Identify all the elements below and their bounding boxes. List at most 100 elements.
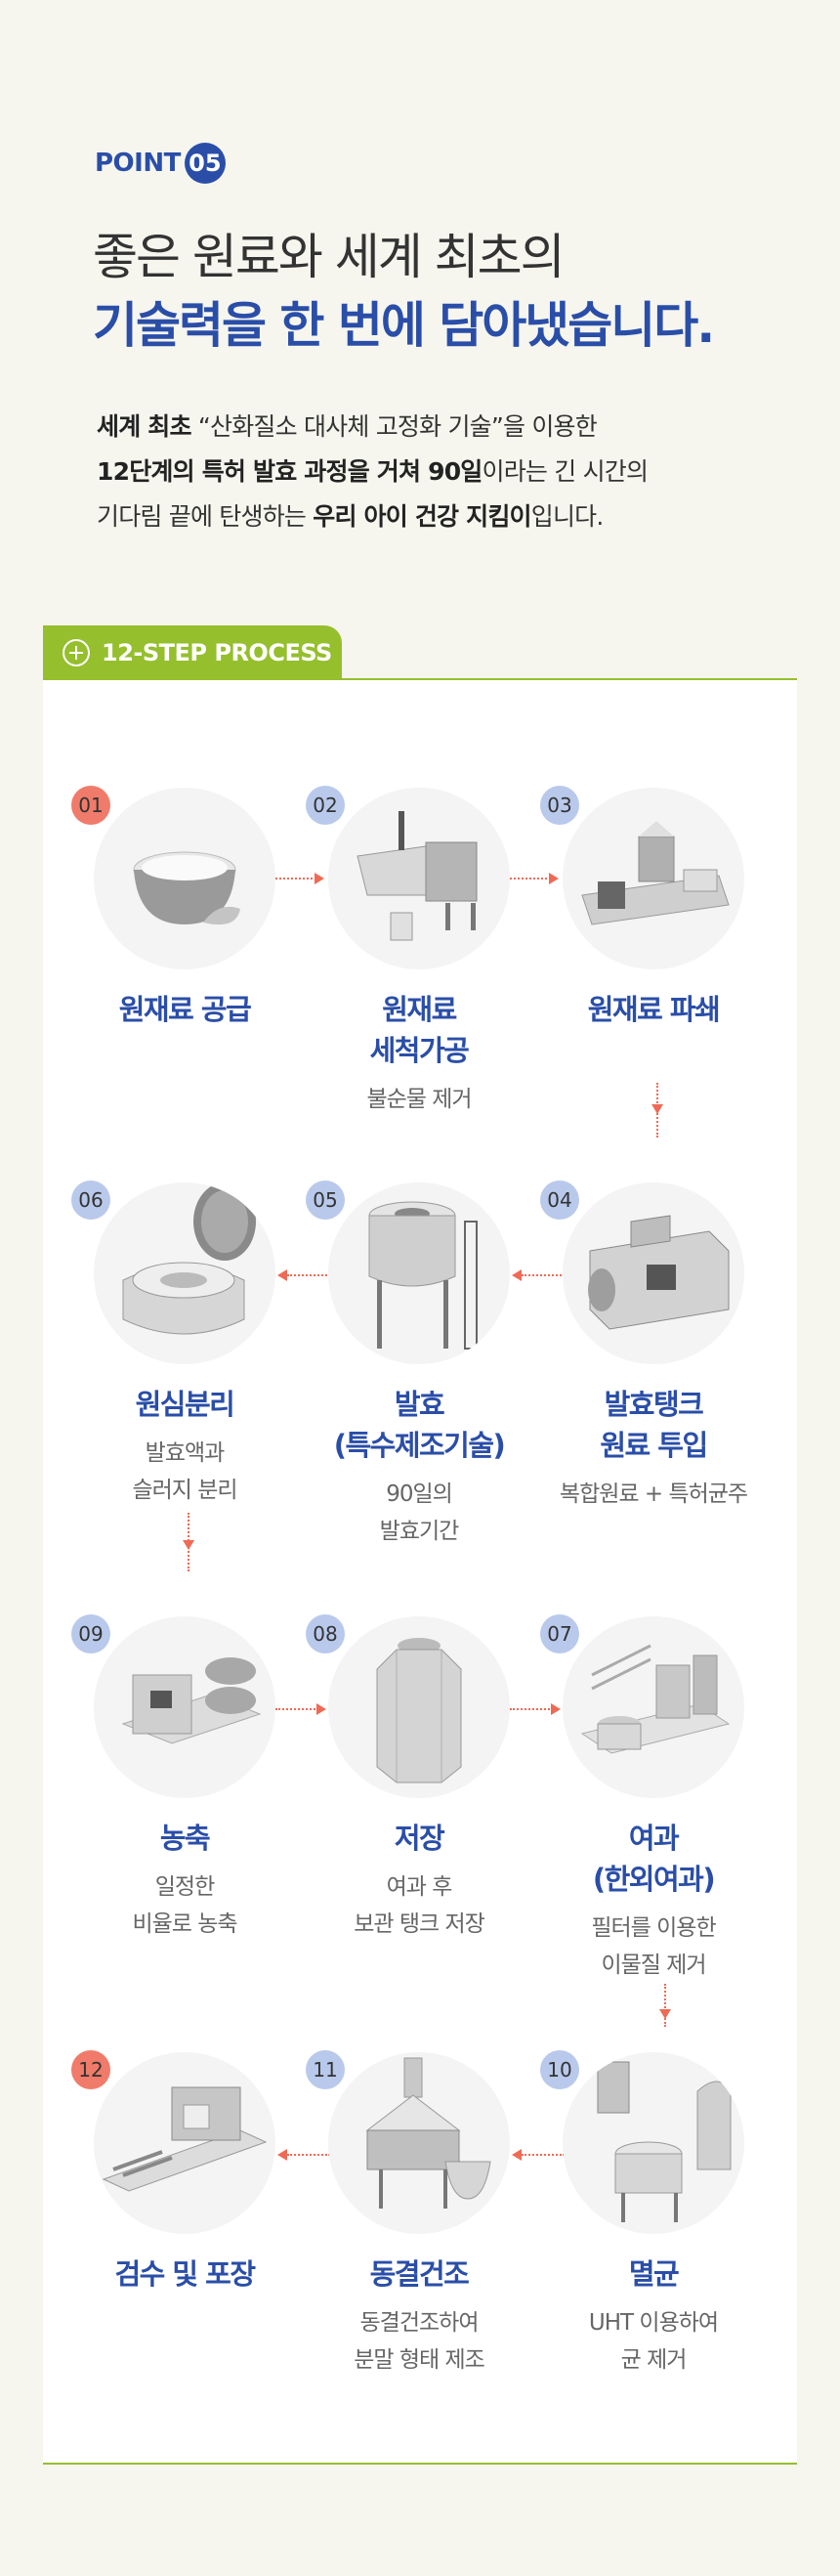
step-number-badge: 09 [71, 1614, 110, 1653]
step-description: 복합원료 + 특허균주 [536, 1476, 771, 1513]
step-title-line1: 원재료 파쇄 [587, 993, 721, 1026]
step-number-badge: 05 [306, 1181, 345, 1220]
step-title-line2: 세척가공 [369, 1034, 470, 1067]
process-tab-label: 12-STEP PROCESS [102, 639, 332, 666]
arrow-down-icon [183, 1540, 194, 1550]
step-title-line2: 원료 투입 [600, 1429, 708, 1462]
step-number-badge: 06 [71, 1181, 110, 1220]
freeze-dryer-icon [328, 2052, 510, 2234]
step-description-line1: 여과 후 [386, 1874, 453, 1900]
step-number-badge: 03 [540, 786, 579, 825]
step-title-line1: 저장 [394, 1822, 445, 1855]
step-title-line1: 검수 및 포장 [114, 2257, 256, 2291]
step-description-line2: 분말 형태 제조 [354, 2347, 485, 2373]
step-title-line1: 여과 [628, 1822, 680, 1855]
step-title-line1: 원재료 [382, 993, 457, 1026]
headline-line1: 좋은 원료와 세계 최초의 [93, 229, 566, 285]
arrow-left-icon [277, 2149, 287, 2161]
washing-machine-icon [328, 788, 510, 969]
step-title: 농축 [67, 1818, 302, 1859]
point-label: POINT 05 [95, 143, 226, 184]
concentrator-icon [94, 1616, 275, 1798]
description-line3: 기다림 끝에 탄생하는 우리 아이 건강 지킴이입니다. [97, 494, 648, 539]
step-title-line1: 발효탱크 [604, 1388, 704, 1421]
arrow-right-icon [315, 873, 324, 884]
description-line1: 세계 최초 “산화질소 대사체 고정화 기술”을 이용한 [97, 405, 648, 450]
arrow-right-icon [551, 1703, 561, 1715]
step-number-badge: 10 [540, 2050, 579, 2089]
arrow-right-icon [549, 873, 559, 884]
step-title: 저장 [302, 1818, 536, 1859]
silo-icon [328, 1182, 510, 1364]
step-number-badge: 04 [540, 1181, 579, 1220]
step-description-line2: 발효기간 [379, 1519, 460, 1544]
step-description-line2: 비율로 농축 [132, 1911, 237, 1937]
step-description-line1: 발효액과 [145, 1440, 226, 1466]
step-title-line1: 농축 [159, 1822, 211, 1855]
packaging-line-icon [94, 2052, 275, 2234]
step-description-line2: 균 제거 [620, 2347, 688, 2373]
step-description-line2: 보관 탱크 저장 [354, 1911, 485, 1937]
description-bold: 12단계의 특허 발효 과정을 거쳐 90일 [97, 457, 483, 486]
arrow-left-icon [512, 1269, 522, 1281]
step-title: 여과 (한외여과) [536, 1818, 771, 1900]
step-description-line2: 이물질 제거 [601, 1953, 706, 1978]
step-number-badge: 08 [306, 1614, 345, 1653]
arrow-left-icon [277, 1269, 287, 1281]
step-description-line1: 필터를 이용한 [591, 1915, 716, 1941]
step-description-line1: 복합원료 + 특허균주 [559, 1481, 748, 1507]
step-title-line1: 원심분리 [135, 1388, 235, 1421]
fermentation-tank-icon [563, 1182, 744, 1364]
storage-tank-icon [328, 1616, 510, 1798]
step-title: 검수 및 포장 [67, 2254, 302, 2295]
description-text: “산화질소 대사체 고정화 기술”을 이용한 [190, 412, 598, 441]
step-title: 발효 (특수제조기술) [302, 1384, 536, 1466]
description-text: 기다림 끝에 탄생하는 [97, 502, 314, 531]
sterilizer-icon [563, 2052, 744, 2234]
connector-line [287, 2154, 330, 2156]
process-tab: 12-STEP PROCESS [43, 625, 342, 680]
description-text: 이라는 긴 시간의 [482, 457, 650, 486]
step-title: 원재료 파쇄 [536, 989, 771, 1030]
step-description-line1: 불순물 제거 [366, 1087, 472, 1112]
connector-line [522, 1274, 565, 1276]
step-title: 멸균 [536, 2254, 771, 2295]
plus-circle-icon [63, 639, 90, 666]
step-title-line2: (한외여과) [592, 1863, 716, 1896]
step-description: 불순물 제거 [302, 1081, 536, 1118]
step-title-line1: 원재료 공급 [118, 993, 252, 1026]
step-number-badge: 01 [71, 786, 110, 825]
headline: 좋은 원료와 세계 최초의 기술력을 한 번에 담아냈습니다. [93, 223, 715, 360]
arrow-left-icon [512, 2149, 522, 2161]
arrow-down-icon [659, 2009, 671, 2019]
connector-line [287, 1274, 330, 1276]
step-number-badge: 11 [306, 2050, 345, 2089]
step-number-badge: 02 [306, 786, 345, 825]
bowl-powder-icon [94, 788, 275, 969]
point-text: POINT [95, 149, 181, 178]
description-bold: 우리 아이 건강 지킴이 [313, 502, 531, 531]
arrow-right-icon [316, 1703, 326, 1715]
step-title-line1: 동결건조 [369, 2257, 470, 2291]
step-title-line2: (특수제조기술) [333, 1429, 506, 1462]
connector-line [522, 2154, 565, 2156]
step-description-line2: 슬러지 분리 [132, 1478, 237, 1503]
step-title-line1: 멸균 [628, 2257, 680, 2291]
step-description-line1: 동결건조하여 [359, 2310, 480, 2336]
step-title-line1: 발효 [394, 1388, 445, 1421]
connector-line [275, 878, 316, 880]
connector-line [510, 878, 551, 880]
step-description-line1: 일정한 [154, 1874, 215, 1900]
step-description-line1: UHT 이용하여 [588, 2310, 719, 2336]
crusher-machine-icon [563, 788, 744, 969]
connector-line [510, 1708, 553, 1710]
